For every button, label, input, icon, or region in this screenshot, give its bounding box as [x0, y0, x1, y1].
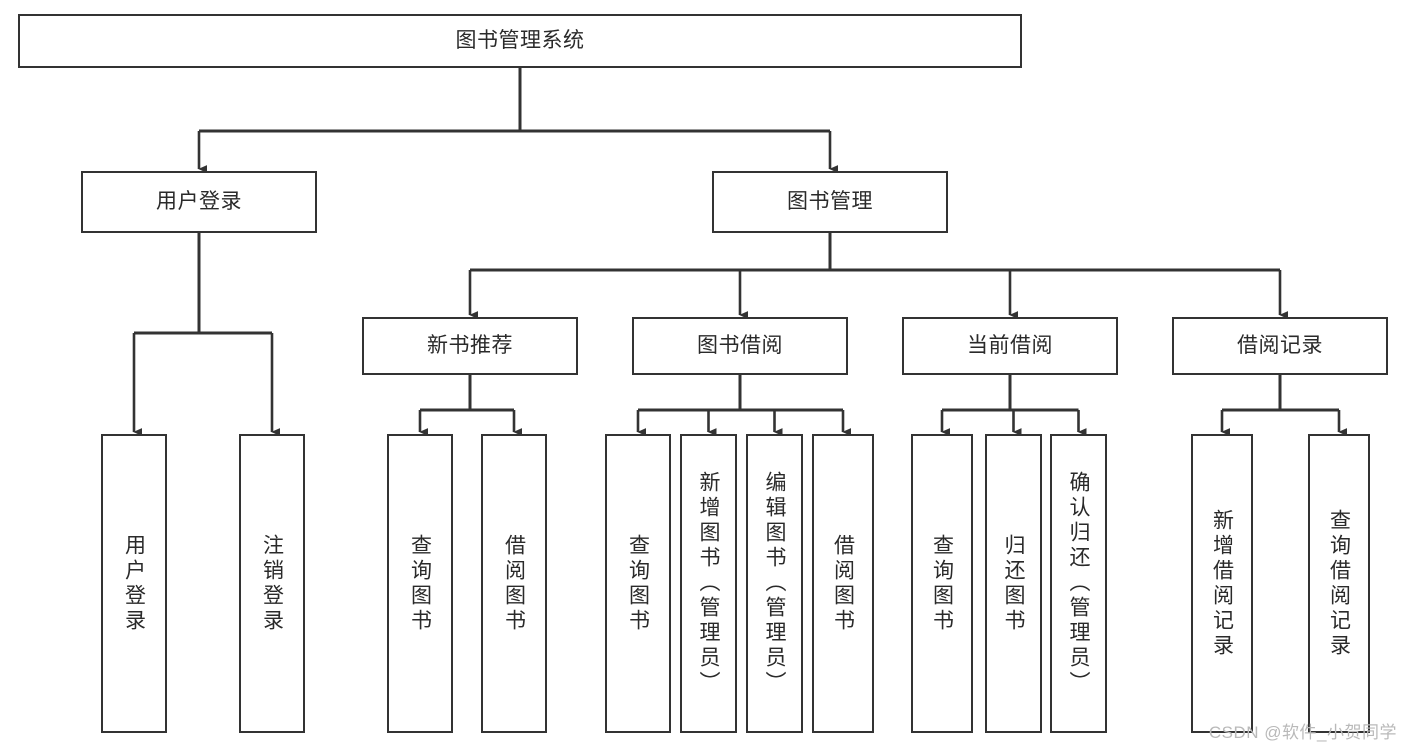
node-label-leaf-borrow-book-2: 借阅图书	[831, 533, 855, 634]
node-label-leaf-add-record: 新增借阅记录	[1210, 508, 1234, 659]
node-label-leaf-query-book-2: 查询图书	[626, 533, 650, 634]
node-label-new-book-rec: 新书推荐	[427, 333, 513, 357]
node-leaf-add-book[interactable]: 新增图书（管理员）	[680, 434, 737, 733]
node-label-leaf-query-book-3: 查询图书	[930, 533, 954, 634]
node-label-leaf-add-book: 新增图书（管理员）	[697, 471, 720, 696]
node-label-leaf-query-record: 查询借阅记录	[1327, 508, 1351, 659]
node-user-login[interactable]: 用户登录	[81, 171, 317, 233]
node-leaf-query-record[interactable]: 查询借阅记录	[1308, 434, 1370, 733]
node-leaf-logout[interactable]: 注销登录	[239, 434, 305, 733]
node-label-root: 图书管理系统	[455, 28, 585, 52]
node-borrow-record[interactable]: 借阅记录	[1172, 317, 1388, 375]
node-leaf-query-book-1[interactable]: 查询图书	[387, 434, 453, 733]
node-leaf-borrow-book-1[interactable]: 借阅图书	[481, 434, 547, 733]
csdn-watermark: CSDN @软件_小贺同学	[1208, 723, 1397, 742]
node-label-leaf-borrow-book-1: 借阅图书	[502, 533, 526, 634]
node-label-current-borrow: 当前借阅	[967, 333, 1053, 357]
node-label-leaf-return-book: 归还图书	[1002, 533, 1025, 634]
node-label-user-login: 用户登录	[156, 189, 242, 213]
node-current-borrow[interactable]: 当前借阅	[902, 317, 1118, 375]
node-book-manage[interactable]: 图书管理	[712, 171, 948, 233]
node-root[interactable]: 图书管理系统	[18, 14, 1022, 68]
node-label-book-borrow: 图书借阅	[697, 333, 783, 357]
node-book-borrow[interactable]: 图书借阅	[632, 317, 848, 375]
node-leaf-return-book[interactable]: 归还图书	[985, 434, 1042, 733]
node-leaf-edit-book[interactable]: 编辑图书（管理员）	[746, 434, 803, 733]
node-label-leaf-logout: 注销登录	[260, 533, 284, 634]
node-leaf-confirm-return[interactable]: 确认归还（管理员）	[1050, 434, 1107, 733]
node-leaf-borrow-book-2[interactable]: 借阅图书	[812, 434, 874, 733]
node-label-leaf-edit-book: 编辑图书（管理员）	[763, 471, 786, 696]
node-new-book-rec[interactable]: 新书推荐	[362, 317, 578, 375]
node-leaf-query-book-3[interactable]: 查询图书	[911, 434, 973, 733]
node-label-borrow-record: 借阅记录	[1237, 333, 1323, 357]
node-leaf-query-book-2[interactable]: 查询图书	[605, 434, 671, 733]
node-label-book-manage: 图书管理	[787, 189, 873, 213]
node-label-leaf-query-book-1: 查询图书	[408, 533, 432, 634]
node-leaf-user-login[interactable]: 用户登录	[101, 434, 167, 733]
node-label-leaf-user-login: 用户登录	[122, 533, 146, 634]
node-leaf-add-record[interactable]: 新增借阅记录	[1191, 434, 1253, 733]
node-label-leaf-confirm-return: 确认归还（管理员）	[1067, 471, 1090, 696]
